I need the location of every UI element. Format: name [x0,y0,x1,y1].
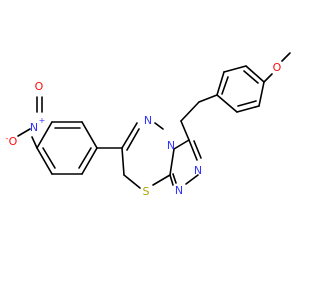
bond [121,147,125,176]
bond [180,101,200,122]
bond [36,121,53,149]
atom-o-nitro-left: O [9,135,18,148]
bond [154,122,164,130]
bond [216,94,238,113]
atom-n-nitro: N [30,121,38,134]
bond [173,139,190,150]
bond [243,70,259,84]
bond [193,140,202,159]
bond [123,174,141,189]
molecule-drawing: N + O O - N N N N S O [6,52,291,198]
bond [42,147,56,169]
bond [258,81,265,107]
bond [81,121,98,149]
atom-n-triazole-1: N [194,164,202,177]
atom-n-thiadiazine: N [144,114,152,127]
charge-minus: - [6,134,9,143]
bond [169,174,174,186]
bond [185,174,199,185]
atom-n-triazole-2: N [175,184,183,197]
bond [126,128,140,151]
bond [281,52,291,62]
atom-s-ring: S [143,185,150,198]
atom-n-bridge: N [167,139,175,152]
bond [198,94,218,103]
bond [180,120,190,141]
bond [245,65,265,83]
bond [36,147,53,175]
bond-layer [17,52,291,189]
bond [169,148,175,176]
bond [172,173,177,184]
bond [263,73,273,83]
bond [216,71,225,96]
bond [221,76,229,95]
bond [121,122,138,149]
structure-canvas: N + O O - N N N N S O [5,52,291,198]
bond [188,139,198,161]
atom-o-nitro-top: O [35,80,44,93]
charge-plus: + [39,116,46,125]
bond [17,128,31,137]
bond [81,147,98,175]
atom-o-methoxy: O [273,61,282,74]
bond [152,174,171,186]
bond [223,65,247,73]
bond [237,100,257,107]
bond [31,136,38,149]
bond [78,147,92,169]
atom-label-layer: N + O O - N N N N S O [6,61,282,198]
bond [236,105,260,113]
